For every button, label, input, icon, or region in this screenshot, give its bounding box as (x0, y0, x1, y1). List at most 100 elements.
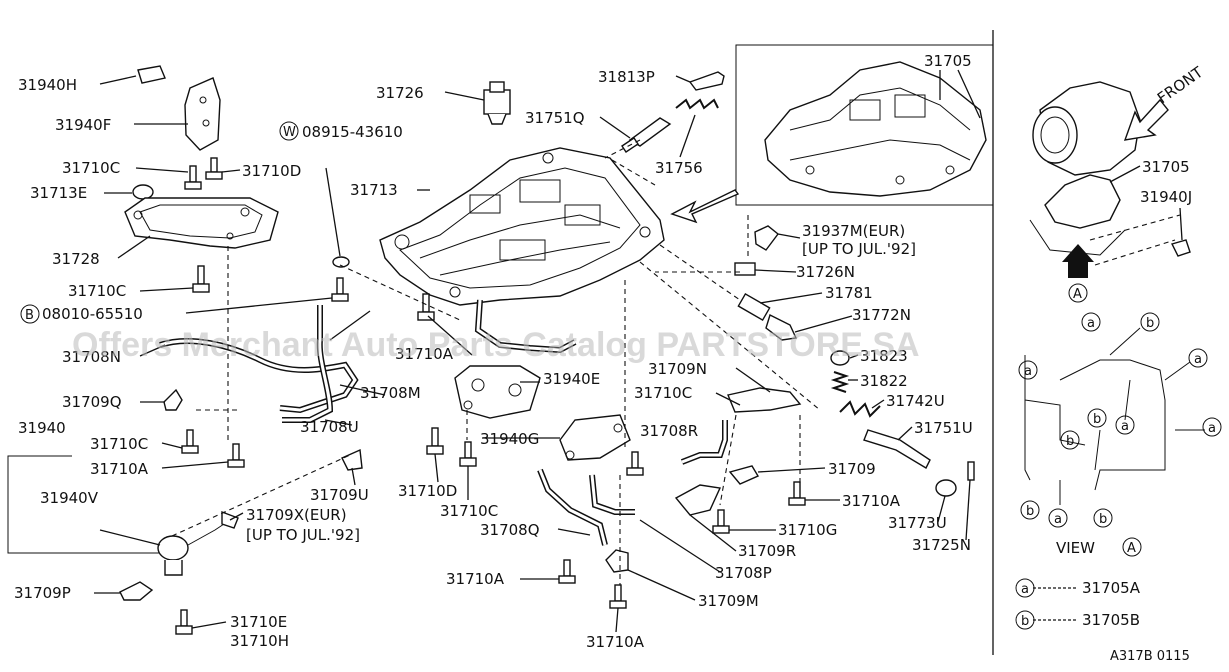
bolt-31710A-low (227, 443, 245, 468)
svg-text:b: b (1146, 316, 1154, 331)
legend-b-value: 31705B (1082, 611, 1140, 629)
clip-31709-shape (728, 465, 760, 485)
label-31705-small: 31705 (1142, 158, 1190, 176)
bolt-31710A-right (788, 481, 806, 506)
view-a-circle-top-letter: A (1073, 287, 1082, 302)
circle-w-icon (279, 121, 299, 141)
part-31728-shape (124, 197, 279, 249)
label-31709X: 31709X(EUR) (246, 506, 347, 524)
part-31940E-shape (454, 365, 541, 419)
label-31725N: 31725N (912, 536, 971, 554)
label-31751U: 31751U (914, 419, 973, 437)
label-31710C-right: 31710C (634, 384, 692, 402)
label-31772N: 31772N (852, 306, 911, 324)
label-31709Q: 31709Q (62, 393, 122, 411)
label-31940G: 31940G (480, 430, 539, 448)
spring-31756-shape (675, 98, 719, 110)
label-31708M: 31708M (360, 384, 421, 402)
view-a-letters: a b a b a a b a b a b (1024, 316, 1216, 527)
part-31940G-shape (559, 414, 631, 461)
label-31940: 31940 (18, 419, 66, 437)
label-31940J: 31940J (1140, 188, 1192, 206)
label-31709X-note: [UP TO JUL.'92] (246, 526, 360, 544)
label-31937M: 31937M(EUR) (802, 222, 905, 240)
part-31726N-shape (734, 262, 756, 276)
bracket-31940-box (7, 455, 160, 554)
label-31823: 31823 (860, 347, 908, 365)
part-31940F-shape (184, 77, 221, 151)
svg-text:a: a (1087, 316, 1095, 331)
circle-w-letter: W (283, 125, 296, 140)
bracket-31709R-shape (674, 484, 722, 516)
spring-31822-shape (830, 371, 850, 393)
svg-text:b: b (1099, 512, 1107, 527)
label-31710E: 31710E (230, 613, 287, 631)
label-31710D-center: 31710D (398, 482, 457, 500)
bolt-31710C-right (626, 451, 644, 476)
label-31710A-bottom: 31710A (586, 633, 645, 651)
label-31709N: 31709N (648, 360, 707, 378)
bolt-31710C-low (181, 429, 199, 454)
label-31751Q: 31751Q (525, 109, 585, 127)
part-31772N-shape (765, 314, 798, 341)
label-31709M: 31709M (698, 592, 759, 610)
part-31940H-shape (137, 65, 166, 84)
part-31705-small-shape (1029, 174, 1126, 256)
label-31708U: 31708U (300, 418, 359, 436)
part-31773U-shape (935, 479, 957, 497)
legend-a-icon (1015, 578, 1035, 598)
label-31709R: 31709R (738, 542, 796, 560)
inset-box (735, 44, 994, 206)
label-31710A-bottom-left: 31710A (446, 570, 505, 588)
label-31710D-top: 31710D (242, 162, 301, 180)
legend-b-icon (1015, 610, 1035, 630)
label-31940H: 31940H (18, 76, 77, 94)
label-31710C-mid: 31710C (68, 282, 126, 300)
label-31710C-top: 31710C (62, 159, 120, 177)
label-31742U: 31742U (886, 392, 945, 410)
transmission-shape (1032, 81, 1141, 176)
label-31710H: 31710H (230, 632, 289, 650)
label-31726N: 31726N (796, 263, 855, 281)
bolt-31710C-top (184, 165, 202, 190)
label-31940V: 31940V (40, 489, 99, 507)
circle-b-letter: B (25, 308, 34, 323)
legend-a-symbol: a (1021, 582, 1029, 597)
label-31708Q: 31708Q (480, 521, 540, 539)
bolt-31710C-center (459, 441, 477, 467)
assembly-dash-lines (171, 139, 1181, 585)
label-31708P: 31708P (715, 564, 772, 582)
bracket-31709N-shape (727, 387, 802, 413)
clip-31709P-shape (119, 581, 154, 601)
view-a-arrow-icon (1062, 244, 1094, 278)
label-31728: 31728 (52, 250, 100, 268)
svg-text:a: a (1121, 419, 1129, 434)
watermark: Offers Merchant Auto Parts Catalog PARTS… (72, 326, 920, 364)
svg-text:a: a (1194, 352, 1202, 367)
part-31813P-shape (688, 71, 725, 91)
label-31709P: 31709P (14, 584, 71, 602)
bolt-31710A-bottom (609, 584, 627, 609)
label-31781: 31781 (825, 284, 873, 302)
view-a-circle-top (1068, 283, 1088, 303)
label-31709U: 31709U (310, 486, 369, 504)
part-31823-shape (830, 350, 850, 366)
label-31710A-right: 31710A (842, 492, 901, 510)
part-31940-shape (157, 510, 239, 576)
bolt-31710A-bottom-left (558, 559, 576, 584)
bolt-31710E-shape (175, 609, 193, 635)
bolt-31710C-mid (192, 265, 210, 293)
label-31710A-low: 31710A (90, 460, 149, 478)
label-31940E: 31940E (543, 370, 600, 388)
part-31713E-shape (132, 184, 154, 200)
part-31937M-shape (754, 225, 779, 251)
svg-text:a: a (1054, 512, 1062, 527)
clip-31709U-shape (341, 448, 363, 471)
part-31751Q-shape (621, 117, 672, 153)
valve-body-31713-shape (379, 147, 665, 306)
label-view: VIEW (1056, 539, 1095, 557)
label-31726: 31726 (376, 84, 424, 102)
clip-31709M-shape (605, 549, 629, 573)
svg-text:b: b (1066, 434, 1074, 449)
